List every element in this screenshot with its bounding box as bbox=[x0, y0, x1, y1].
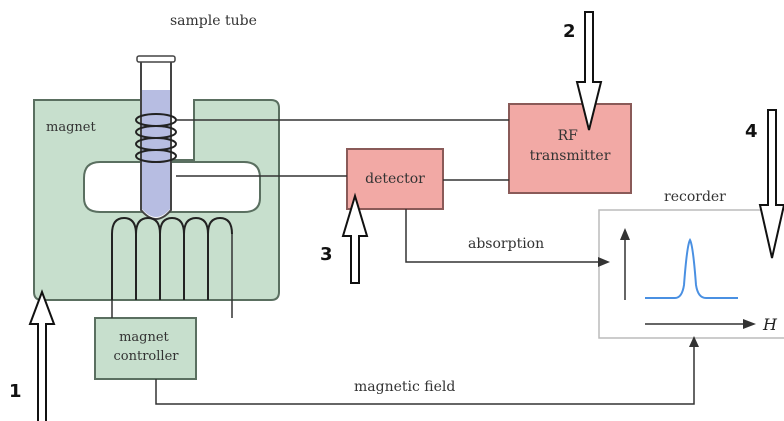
magnetic-field-label: magnetic field bbox=[354, 379, 455, 395]
recorder-y-arrowhead bbox=[620, 228, 630, 240]
detector-label: detector bbox=[365, 171, 425, 187]
recorder-axis-label: H bbox=[762, 315, 778, 334]
marker-arrow-4 bbox=[758, 109, 784, 259]
magnet-label: magnet bbox=[46, 120, 96, 135]
marker-label-4: 4 bbox=[745, 121, 758, 142]
marker-label-2: 2 bbox=[563, 21, 576, 42]
rf-transmitter-line-1: RF bbox=[558, 128, 579, 144]
magnet-controller-line-2: controller bbox=[114, 349, 180, 364]
sample-tube-label: sample tube bbox=[170, 13, 257, 29]
detector-box bbox=[346, 148, 444, 210]
marker-label-3: 3 bbox=[320, 244, 333, 265]
recorder-label: recorder bbox=[664, 189, 726, 205]
field-coil bbox=[111, 216, 233, 300]
magnet-controller-line-1: magnet bbox=[119, 330, 169, 345]
absorption-peak bbox=[645, 238, 738, 299]
recorder-box bbox=[598, 209, 784, 339]
absorption-arrowhead bbox=[598, 257, 610, 267]
magnetic-field-arrowhead bbox=[689, 336, 699, 347]
magnet-controller-box bbox=[94, 317, 197, 380]
absorption-label: absorption bbox=[468, 236, 544, 252]
marker-arrow-3 bbox=[341, 192, 369, 284]
rf-transmitter-line-2: transmitter bbox=[530, 148, 611, 164]
marker-arrow-2 bbox=[575, 11, 603, 131]
rf-transmitter-label: RF transmitter bbox=[530, 128, 611, 164]
rf-transmitter-box bbox=[508, 103, 632, 194]
recorder-x-arrowhead bbox=[743, 319, 756, 329]
sample-liquid bbox=[142, 90, 170, 217]
magnet-controller-label: magnet controller bbox=[114, 330, 180, 364]
connection-lines bbox=[111, 119, 695, 405]
marker-arrow-1 bbox=[28, 289, 56, 421]
sample-tube-rim bbox=[136, 55, 176, 63]
marker-label-1: 1 bbox=[9, 381, 22, 402]
